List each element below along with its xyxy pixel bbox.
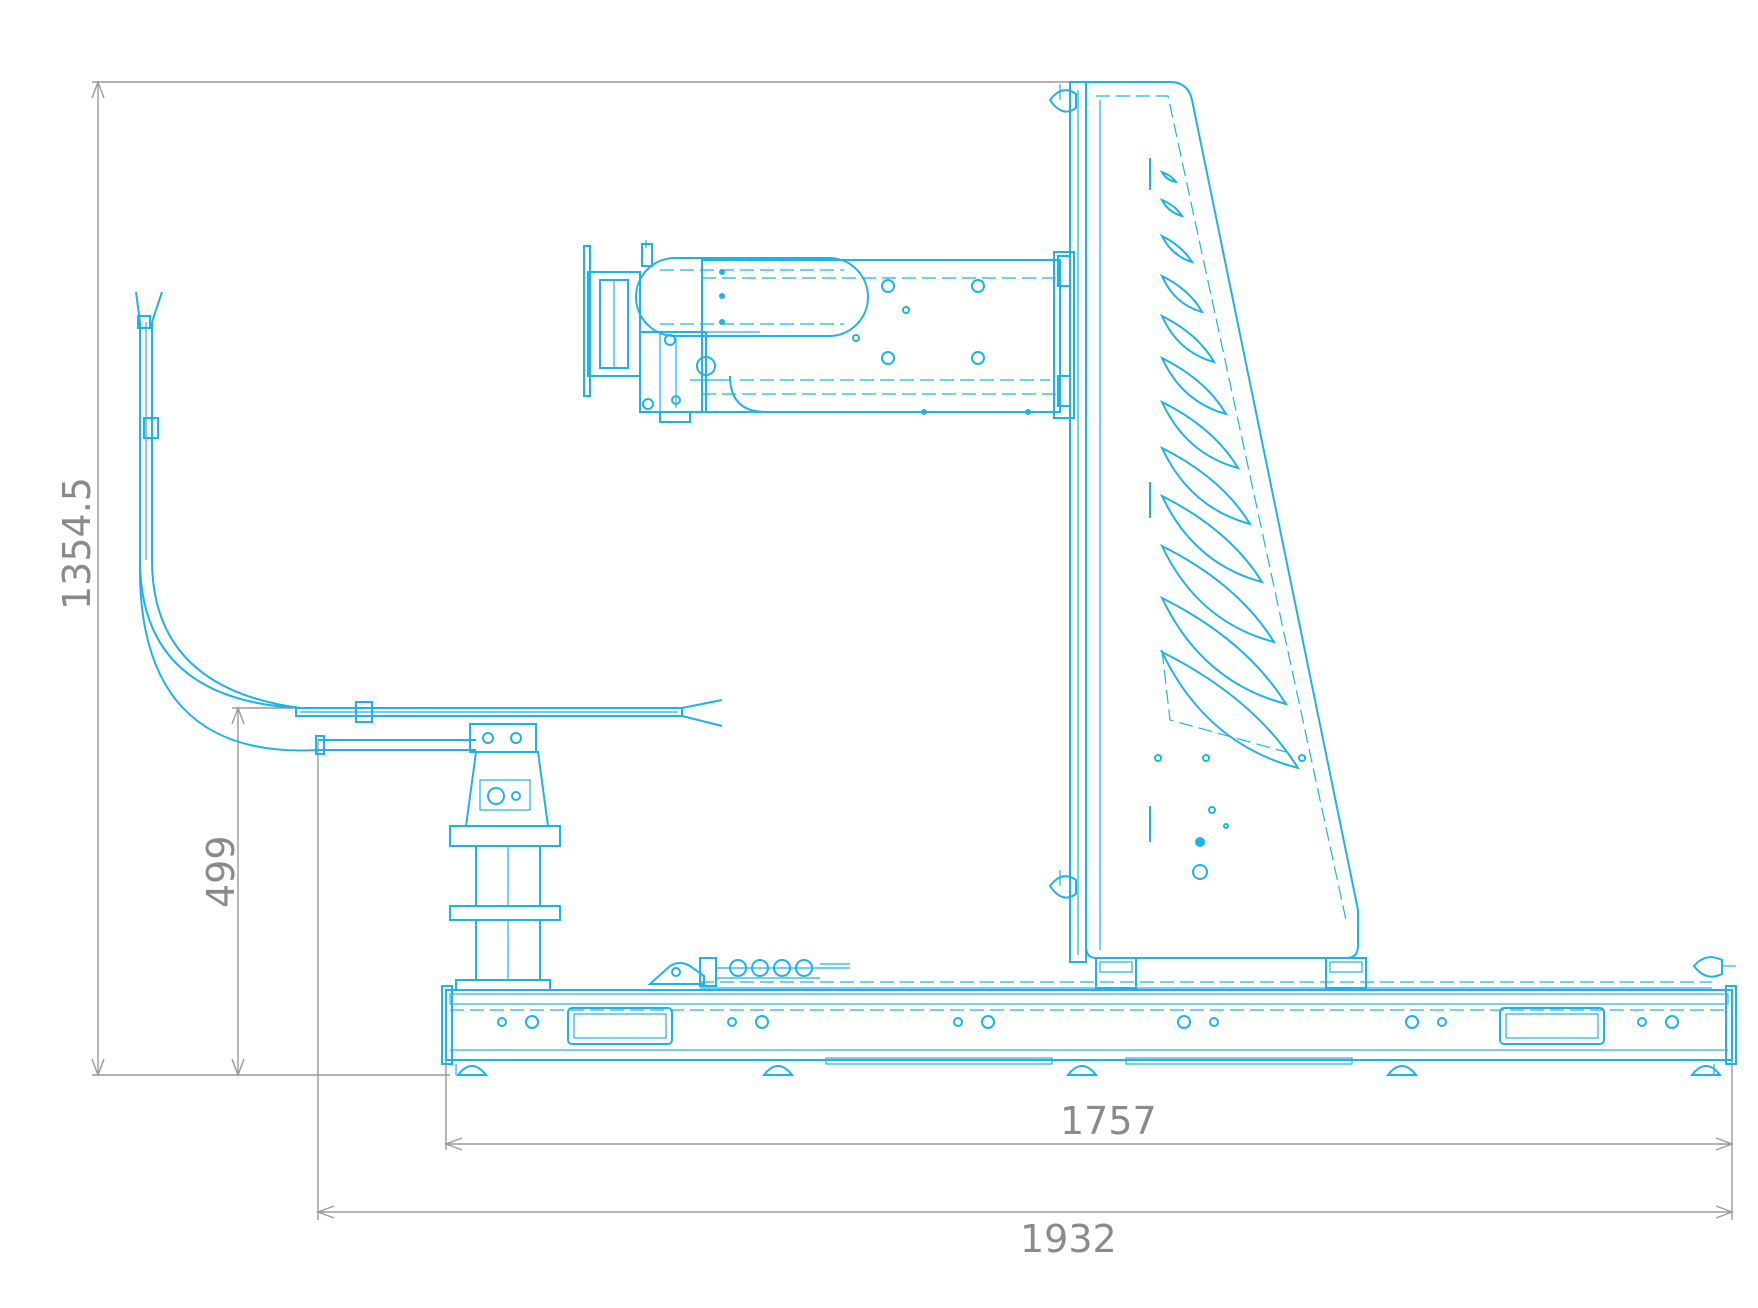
tower (1048, 81, 1367, 989)
base-rail (441, 956, 1737, 1076)
base-length-label: 1757 (1060, 1099, 1157, 1143)
arm-assembly (583, 240, 1075, 423)
seat-height-label: 499 (199, 835, 243, 908)
overall-height-label: 1354.5 (55, 477, 99, 610)
overall-length-label: 1932 (1020, 1217, 1117, 1261)
pedal-assembly (647, 957, 850, 987)
dimension-lines (91, 80, 1734, 1220)
seat (135, 291, 723, 755)
seat-pedestal (449, 723, 561, 991)
